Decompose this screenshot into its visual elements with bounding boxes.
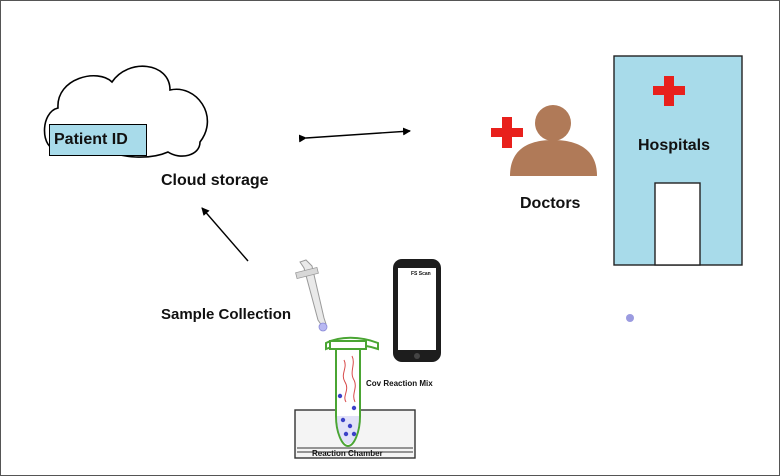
- cov-reaction-mix-label: Cov Reaction Mix: [366, 379, 433, 388]
- decorative-dot: [626, 314, 634, 322]
- tube-icon: [325, 336, 379, 448]
- hospital-door: [654, 182, 701, 266]
- cloud-doctor-link-arrow: [298, 127, 411, 143]
- doctor-medical-cross-icon: [491, 117, 523, 148]
- sample-to-cloud-arrow: [201, 207, 249, 262]
- reaction-chamber-label: Reaction Chamber: [312, 449, 383, 458]
- cloud-storage-label: Cloud storage: [161, 172, 269, 189]
- sample-collection-label: Sample Collection: [161, 306, 292, 323]
- patient-id-box: Patient ID: [49, 124, 147, 156]
- phone-screen-text: FS Scan: [411, 271, 431, 277]
- hospital-medical-cross-icon: [653, 76, 685, 106]
- swab-icon: [295, 259, 328, 332]
- doctors-label: Doctors: [520, 195, 581, 212]
- hospitals-label: Hospitals: [638, 137, 711, 154]
- smartphone-icon: [393, 259, 441, 362]
- reaction-chamber-icon: [294, 409, 416, 459]
- doctor-icon: [510, 105, 597, 176]
